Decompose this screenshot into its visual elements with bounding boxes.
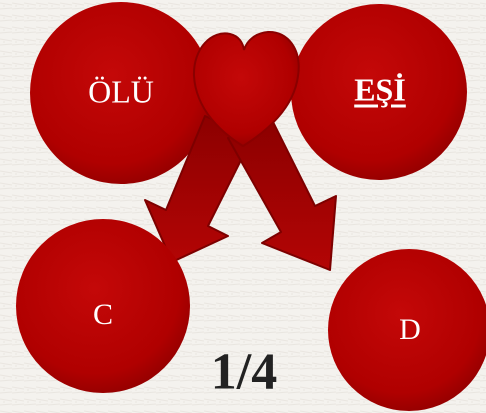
node-child-c (16, 219, 190, 393)
node-spouse (291, 4, 467, 180)
share-fraction: 1/4 (210, 343, 278, 401)
heart-icon (192, 30, 300, 148)
node-child-d (328, 249, 486, 411)
node-deceased (30, 2, 212, 184)
arrow-down-icon (144, 115, 337, 271)
arrow-to-d (227, 119, 337, 271)
